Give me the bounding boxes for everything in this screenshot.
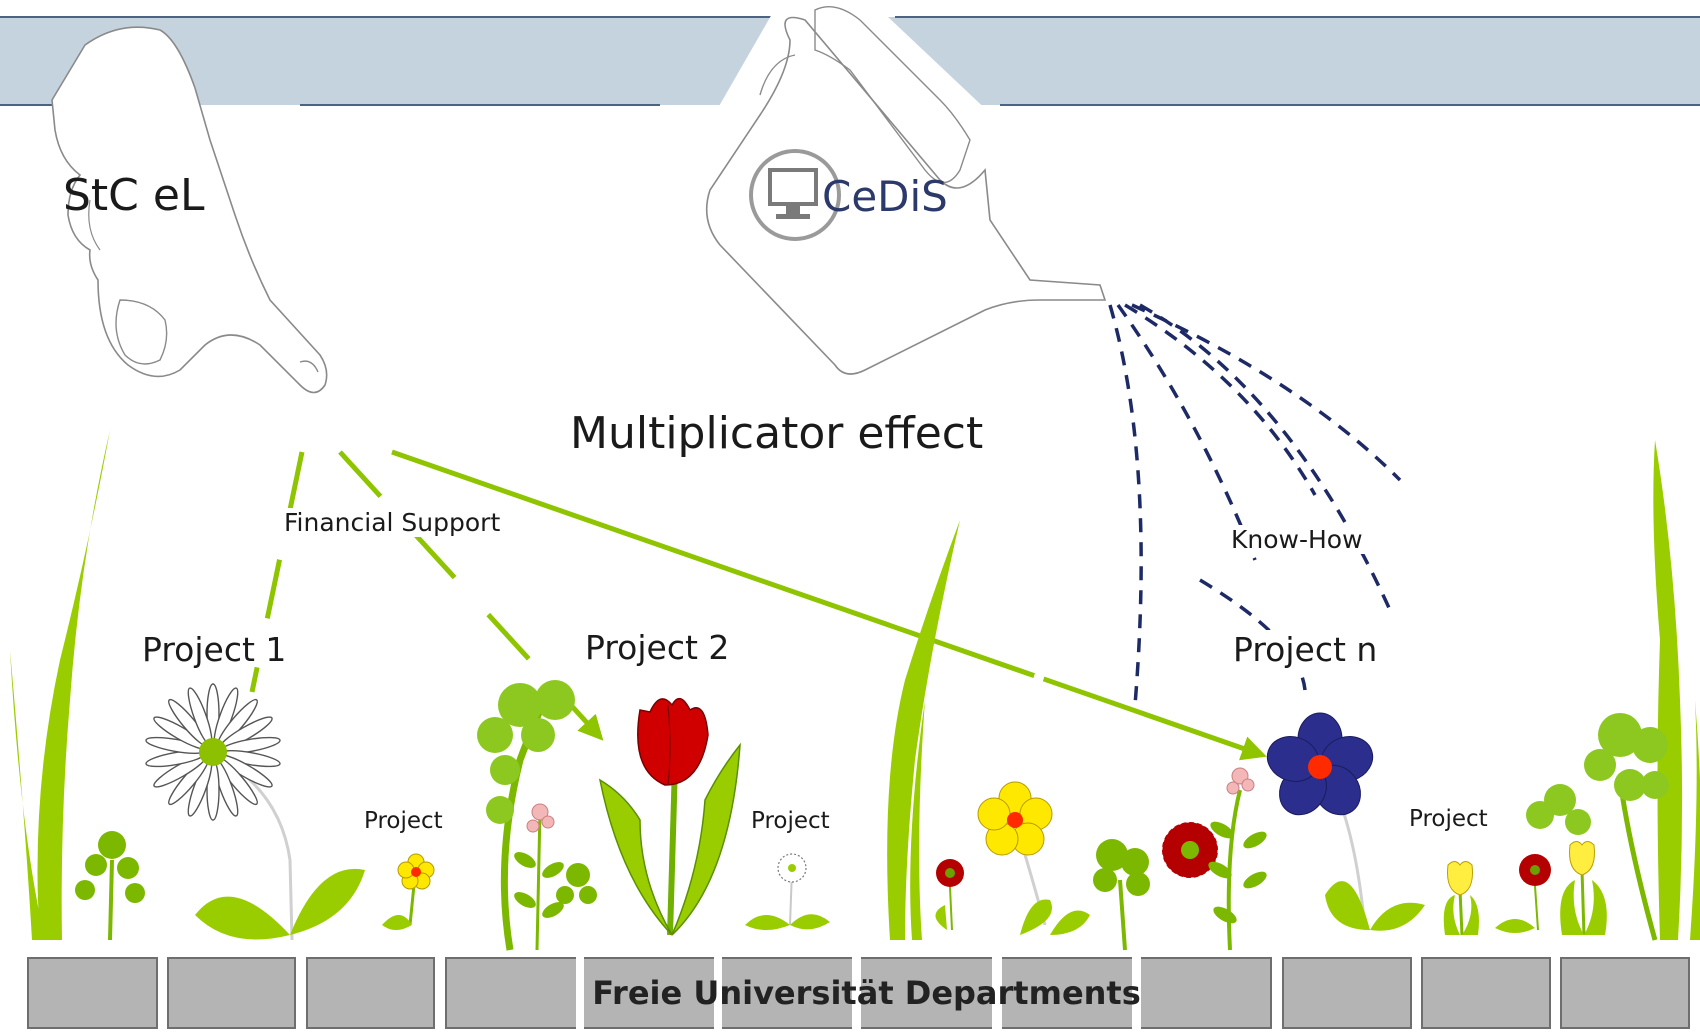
- tulip-icon: [1560, 841, 1607, 936]
- buttercup-icon: [382, 853, 435, 930]
- department-box: [1421, 957, 1551, 1029]
- arrow-to-project-n: [391, 449, 1267, 761]
- departments-label: Freie Universität Departments: [592, 974, 1141, 1012]
- know-how-label: Know-How: [1227, 525, 1367, 554]
- department-box: [445, 957, 576, 1029]
- department-box: [1282, 957, 1412, 1029]
- financial-support-label: Financial Support: [278, 508, 507, 537]
- daisy-icon: [145, 683, 365, 941]
- department-box: [861, 957, 992, 1029]
- tulip-icon: [598, 697, 741, 936]
- cedis-logo-text: CeDiS: [822, 172, 948, 221]
- department-box: [167, 957, 296, 1029]
- parsley-icon: [1526, 713, 1669, 941]
- cedis-monitor-logo-icon: [749, 149, 841, 241]
- project-small-label-a: Project: [364, 808, 443, 834]
- department-box: [1141, 957, 1272, 1029]
- project-n-label: Project n: [1231, 630, 1380, 669]
- project-small-label-b: Project: [751, 808, 830, 834]
- gerbera-icon: [1495, 854, 1551, 933]
- department-box: [1002, 957, 1132, 1029]
- buttercup-icon: [977, 781, 1090, 935]
- watering-can-icon: [645, 0, 1135, 515]
- project-1-label: Project 1: [142, 630, 287, 669]
- financial-support-arrows: [249, 449, 1267, 761]
- grass-blade-icon: [10, 430, 1700, 940]
- multiplicator-effect-label: Multiplicator effect: [570, 408, 984, 459]
- project-small-label-c: Project: [1409, 806, 1488, 832]
- parsley-icon: [1093, 839, 1150, 951]
- department-box: [27, 957, 158, 1029]
- department-box: [584, 957, 714, 1029]
- project-2-label: Project 2: [585, 628, 730, 667]
- department-box: [306, 957, 435, 1029]
- anemone-icon: [1266, 712, 1425, 931]
- pointing-hand-icon: [51, 26, 328, 394]
- arrow-to-project-1: [249, 451, 305, 693]
- foxglove-icon: [477, 680, 597, 951]
- stc-el-label: StC eL: [63, 170, 205, 221]
- tulip-icon: [1443, 861, 1479, 936]
- parsley-icon: [75, 831, 145, 941]
- department-box: [722, 957, 852, 1029]
- daisy-icon: [745, 853, 830, 930]
- gerbera-icon: [935, 859, 964, 931]
- gerbera-icon: [1161, 767, 1267, 951]
- department-box: [1560, 957, 1690, 1029]
